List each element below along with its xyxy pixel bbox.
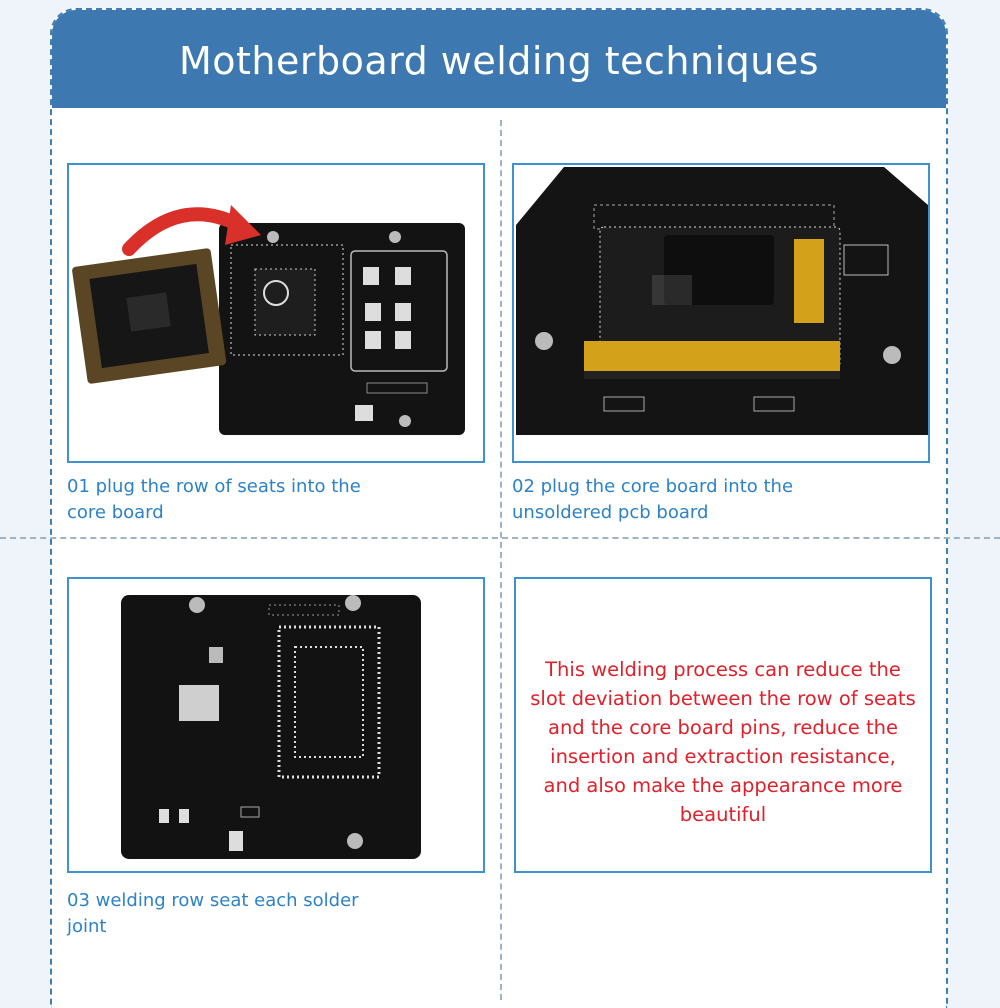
step-02-image-frame (512, 163, 930, 463)
process-note: This welding process can reduce the slot… (530, 658, 916, 826)
core-board-plugged-into-pcb-photo (516, 167, 928, 435)
title-banner: Motherboard welding techniques (52, 10, 946, 108)
pcb-back-side-solder-joints-photo (121, 595, 421, 859)
step-03-caption: 03 welding row seat each solder joint (67, 890, 359, 937)
step-03-image-frame (67, 577, 485, 873)
step-01-image-frame (67, 163, 485, 463)
step-01-caption: 01 plug the row of seats into the core b… (67, 476, 361, 523)
vertical-divider (500, 120, 502, 1000)
core-board-with-seats-and-pcb-photo (72, 205, 465, 435)
page-title: Motherboard welding techniques (178, 39, 820, 83)
arrow-right-icon (225, 205, 261, 245)
note-frame (514, 577, 932, 873)
horizontal-divider (0, 537, 1000, 539)
step-02-caption: 02 plug the core board into the unsolder… (512, 476, 794, 523)
